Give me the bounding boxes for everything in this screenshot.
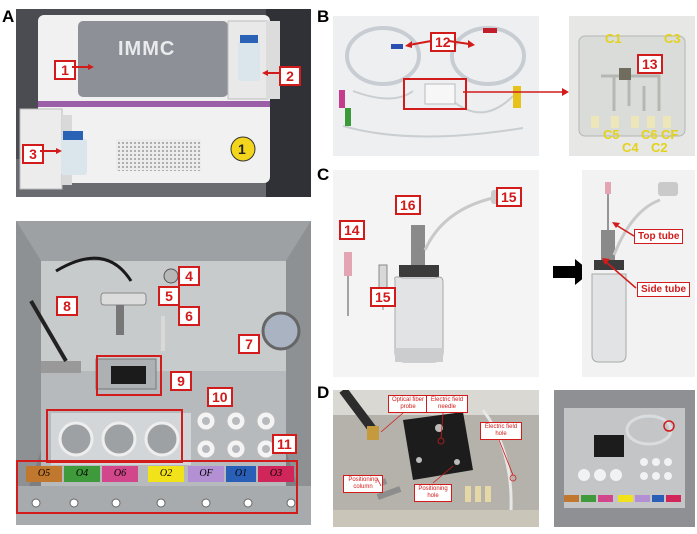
vent-grid [117, 141, 201, 171]
panel-letter-c: C [317, 165, 330, 184]
callout-11: 11 [272, 434, 297, 454]
positioning-hole-label: Positioning hole [414, 484, 452, 502]
callout-12: 12 [430, 32, 456, 52]
callout-2-arrow [262, 70, 280, 76]
field-needle-label: Electric field needle [426, 395, 468, 413]
channel-o4: O4 [64, 466, 100, 482]
channel-of: OF [188, 466, 224, 482]
callout-16: 16 [395, 195, 421, 215]
callout-15-plug: 15 [370, 287, 396, 307]
chip-zoom-arrow [463, 88, 569, 96]
chip-highlight-box [403, 78, 467, 110]
top-tube-label: Top tube [634, 229, 684, 244]
side-tube-arrow [602, 258, 637, 289]
channel-strip: O5 O4 O6 O2 OF O1 O3 [26, 466, 296, 484]
panel-d-callout-lines [376, 412, 517, 487]
callout-13: 13 [637, 54, 663, 74]
callout-9: 9 [170, 371, 192, 391]
callout-5: 5 [158, 286, 180, 306]
channel-o1: O1 [226, 466, 256, 482]
callout-1: 1 [54, 60, 76, 80]
callout-1-arrow [72, 64, 94, 70]
chip-port-c5: C5 [603, 127, 620, 142]
side-tube-label: Side tube [637, 282, 691, 297]
optical-probe-label: Optical fiber probe [388, 395, 428, 413]
callout-8: 8 [56, 296, 78, 316]
channel-o3: O3 [258, 466, 294, 482]
chip-port-c6: C6 [641, 127, 658, 142]
callout-10: 10 [207, 387, 233, 407]
top-tube-arrow [612, 222, 635, 237]
highlight-box-9 [96, 355, 162, 396]
brand-logo: IMMC [118, 38, 176, 60]
channel-o5: O5 [26, 466, 62, 482]
highlight-box-10 [46, 409, 183, 463]
field-hole-label: Electric field hole [480, 422, 522, 440]
assembled-bottle-photo [582, 170, 695, 377]
sticker-number: 1 [238, 141, 246, 157]
channel-o2: O2 [148, 466, 184, 482]
highlight-box-11 [16, 460, 298, 514]
callout-2: 2 [279, 66, 301, 86]
callout-4: 4 [178, 266, 200, 286]
callout-7: 7 [238, 334, 260, 354]
callout-3: 3 [22, 144, 44, 164]
chip-port-c4: C4 [622, 140, 639, 155]
chip-port-cf: CF [661, 127, 679, 142]
panel-letter-d: D [317, 383, 330, 402]
positioning-column-label: Positioning column [343, 475, 383, 493]
bottle-parts-photo [333, 170, 539, 377]
channel-o6: O6 [102, 466, 138, 482]
chip-port-c3: C3 [664, 31, 681, 46]
panel-letter-a: A [2, 7, 15, 26]
callout-14: 14 [339, 220, 365, 240]
callout-12-arrows [405, 40, 475, 48]
callout-3-arrow [40, 148, 62, 154]
callout-15-cap: 15 [496, 187, 522, 207]
panel-letter-b: B [317, 7, 330, 26]
callout-6: 6 [178, 306, 200, 326]
chip-port-c1: C1 [605, 31, 622, 46]
chip-port-c2: C2 [651, 140, 668, 155]
overview-photo [554, 390, 695, 527]
